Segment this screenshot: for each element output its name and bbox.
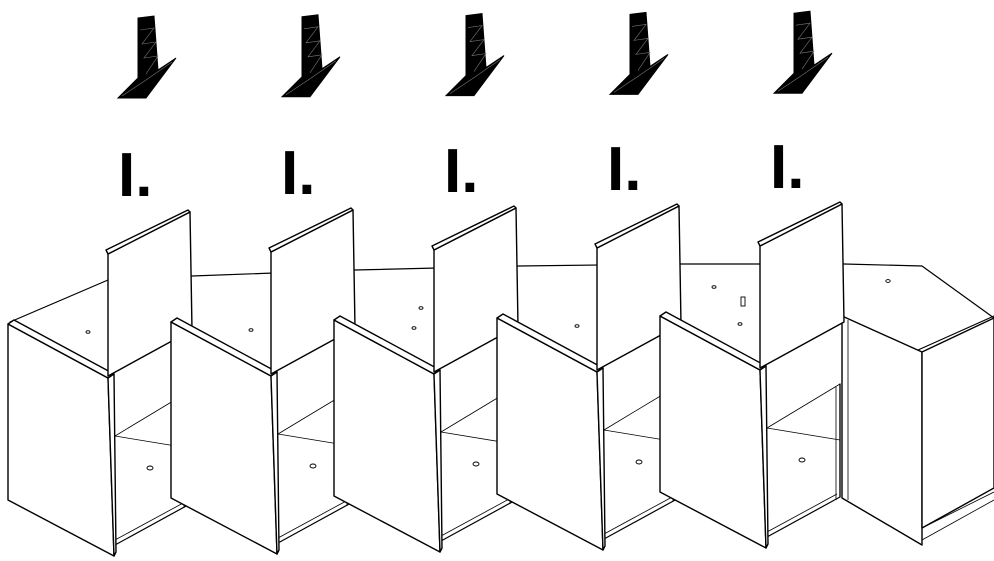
drill-hole-icon bbox=[798, 457, 806, 463]
cabinet-module bbox=[7, 209, 193, 557]
arrow-down-icon bbox=[116, 15, 177, 99]
step-label: I. bbox=[607, 135, 641, 204]
arrow-down-icon bbox=[772, 10, 833, 94]
drill-hole-icon bbox=[146, 465, 154, 471]
cabinet-module bbox=[170, 207, 356, 555]
side-panel bbox=[7, 323, 115, 557]
drill-hole-icon bbox=[418, 306, 424, 310]
drill-hole-icon bbox=[309, 463, 317, 469]
drill-hole-icon bbox=[635, 459, 643, 465]
dowel-icon bbox=[740, 296, 746, 307]
shelf-insert-panel bbox=[759, 203, 845, 369]
side-panel bbox=[170, 321, 278, 555]
drill-hole-icon bbox=[411, 326, 417, 330]
step-markers: I. I. I. I. I. bbox=[116, 10, 833, 210]
drill-hole-icon bbox=[85, 330, 91, 334]
cabinet-top-front-edge bbox=[917, 315, 994, 351]
side-panel bbox=[659, 315, 767, 549]
drill-hole-icon bbox=[472, 461, 480, 467]
drill-hole-icon bbox=[574, 324, 580, 328]
arrow-down-icon bbox=[608, 11, 669, 95]
arrow-down-icon bbox=[280, 14, 341, 98]
arrow-down-icon bbox=[444, 13, 505, 97]
side-panel bbox=[333, 319, 441, 553]
side-panel bbox=[496, 317, 604, 551]
cabinet-module bbox=[496, 203, 682, 551]
step-label: I. bbox=[281, 139, 315, 208]
drill-hole-icon bbox=[885, 279, 891, 283]
drill-hole-icon bbox=[248, 328, 254, 332]
step-label: I. bbox=[770, 133, 804, 202]
cabinet-modules bbox=[7, 201, 845, 557]
step-label: I. bbox=[444, 137, 478, 206]
drill-hole-icon bbox=[711, 285, 717, 289]
cabinet-end-right bbox=[841, 279, 994, 546]
drill-hole-icon bbox=[737, 322, 743, 326]
cabinet-module bbox=[333, 205, 519, 553]
step-label: I. bbox=[118, 141, 152, 210]
cabinet-module bbox=[659, 201, 845, 549]
